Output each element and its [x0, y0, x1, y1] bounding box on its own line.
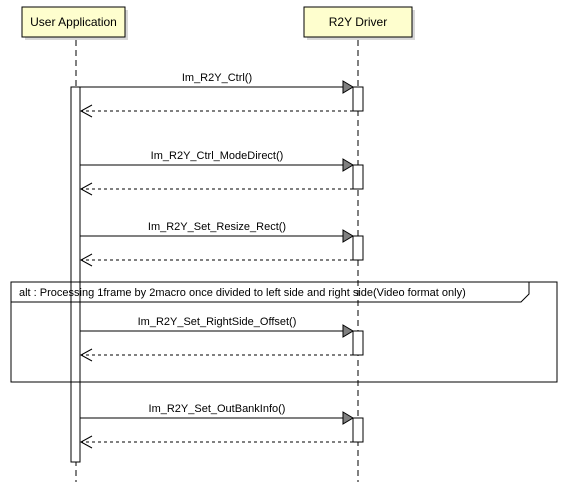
- activation-r2y-driver: [352, 235, 364, 261]
- call-arrowhead: [342, 324, 354, 338]
- alt-frame-label: alt : Processing 1frame by 2macro once d…: [19, 287, 466, 299]
- message-label: Im_R2Y_Set_OutBankInfo(): [149, 403, 286, 415]
- call-arrowhead: [342, 411, 354, 425]
- participant-user-application-label: User Application: [30, 15, 117, 29]
- activation-r2y-driver: [352, 330, 364, 356]
- activation-user-application: [70, 86, 81, 463]
- return-arrowhead: [79, 435, 93, 449]
- message-label: Im_R2Y_Set_RightSide_Offset(): [138, 316, 297, 328]
- activation-r2y-driver: [352, 164, 364, 190]
- messages-layer: Im_R2Y_Ctrl() Im_R2Y_Ctrl_ModeDirect() Im_…: [79, 72, 364, 449]
- return-arrowhead: [79, 182, 93, 196]
- message-group: Im_R2Y_Set_OutBankInfo(): [79, 403, 364, 449]
- return-arrowhead: [79, 253, 93, 267]
- message-label: Im_R2Y_Ctrl(): [182, 72, 252, 84]
- message-group: Im_R2Y_Set_RightSide_Offset(): [79, 316, 364, 362]
- call-arrowhead: [342, 158, 354, 172]
- return-arrowhead: [79, 104, 93, 118]
- alt-frame-border: [10, 281, 558, 383]
- activation-r2y-driver: [352, 86, 364, 112]
- message-group: Im_R2Y_Set_Resize_Rect(): [79, 221, 364, 267]
- participant-r2y-driver-label: R2Y Driver: [329, 15, 387, 29]
- alt-frame: alt : Processing 1frame by 2macro once d…: [10, 281, 558, 383]
- message-group: Im_R2Y_Ctrl_ModeDirect(): [79, 150, 364, 196]
- activation-r2y-driver: [352, 417, 364, 443]
- message-label: Im_R2Y_Ctrl_ModeDirect(): [151, 150, 284, 162]
- return-arrowhead: [79, 348, 93, 362]
- call-arrowhead: [342, 80, 354, 94]
- participant-user-application: User Application: [21, 6, 128, 40]
- participant-r2y-driver: R2Y Driver: [303, 6, 415, 40]
- alt-frame-label-tab: [11, 282, 530, 303]
- message-group: Im_R2Y_Ctrl(): [79, 72, 364, 118]
- message-label: Im_R2Y_Set_Resize_Rect(): [148, 221, 286, 233]
- call-arrowhead: [342, 229, 354, 243]
